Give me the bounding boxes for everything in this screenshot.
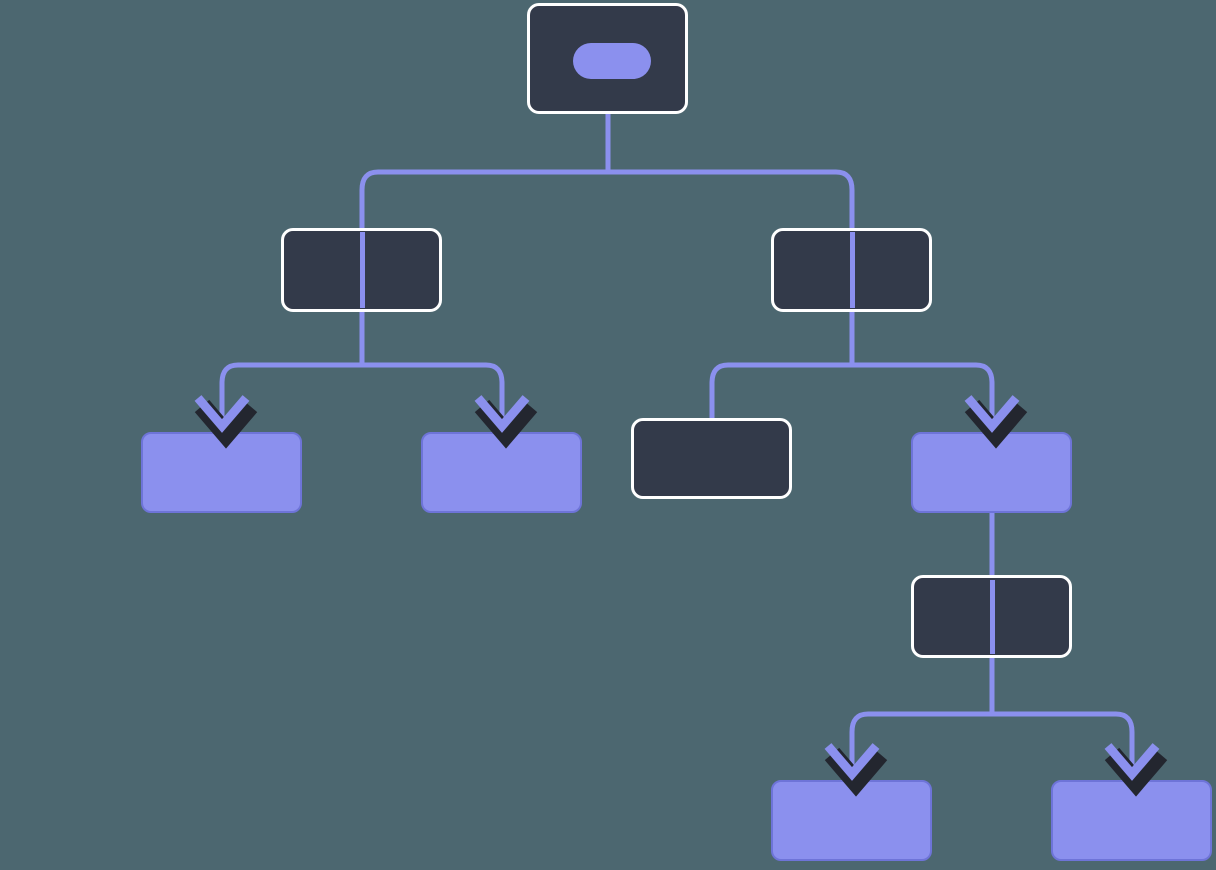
node-root[interactable]: [527, 3, 688, 114]
edge-e-r2-b: [992, 711, 1135, 780]
edge-e-r1-b: [852, 362, 995, 432]
node-inner-line-il-n-l1: [360, 232, 365, 308]
edge-e-r1-a: [709, 362, 852, 418]
edge-e-l1-b: [362, 362, 505, 432]
node-n-r1b[interactable]: [911, 432, 1072, 513]
node-inner-line-il-n-r2: [990, 580, 995, 654]
node-inner-line-il-n-r1: [850, 232, 855, 308]
edge-e-l1-a: [219, 362, 362, 432]
node-n-l1a[interactable]: [141, 432, 302, 513]
edge-e-root-left: [359, 169, 608, 228]
edge-paths: [219, 110, 1135, 780]
node-n-r1a[interactable]: [631, 418, 792, 499]
node-n-r2b[interactable]: [1051, 780, 1212, 861]
node-pill-badge: [573, 43, 651, 79]
node-n-r2a[interactable]: [771, 780, 932, 861]
edge-e-r2-a: [849, 711, 992, 780]
node-n-l1b[interactable]: [421, 432, 582, 513]
edge-e-root-right: [608, 169, 855, 228]
